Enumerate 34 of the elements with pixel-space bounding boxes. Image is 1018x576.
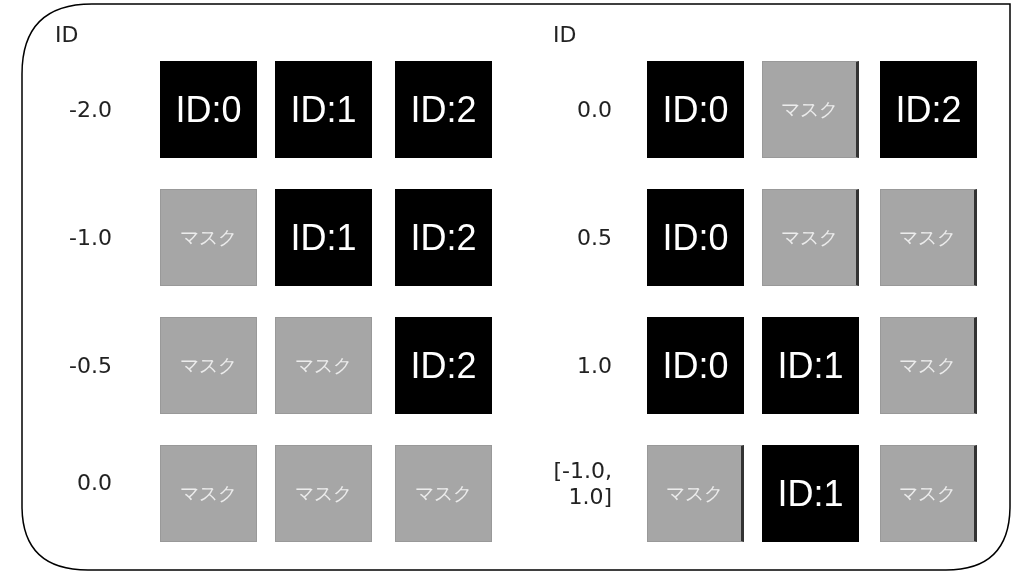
row-value: [-1.0, 1.0] <box>552 458 612 510</box>
row-value: -0.5 <box>68 353 112 379</box>
id-tile: ID:1 <box>275 189 372 286</box>
mask-tile: マスク <box>880 317 977 414</box>
row-value: -1.0 <box>68 225 112 251</box>
id-tile: ID:1 <box>762 317 859 414</box>
mask-tile: マスク <box>880 189 977 286</box>
mask-tile: マスク <box>762 189 859 286</box>
row-value: -2.0 <box>68 97 112 123</box>
row-value: 0.0 <box>76 470 112 496</box>
row-value: 1.0 <box>576 353 612 379</box>
id-tile: ID:2 <box>395 61 492 158</box>
id-tile: ID:0 <box>647 189 744 286</box>
id-tile: ID:2 <box>880 61 977 158</box>
id-tile: ID:1 <box>762 445 859 542</box>
mask-tile: マスク <box>647 445 744 542</box>
id-tile: ID:0 <box>160 61 257 158</box>
mask-tile: マスク <box>275 317 372 414</box>
mask-tile: マスク <box>160 317 257 414</box>
mask-tile: マスク <box>275 445 372 542</box>
mask-tile: マスク <box>395 445 492 542</box>
id-tile: ID:2 <box>395 317 492 414</box>
mask-tile: マスク <box>160 189 257 286</box>
mask-tile: マスク <box>880 445 977 542</box>
column-header: ID <box>553 22 578 48</box>
id-tile: ID:1 <box>275 61 372 158</box>
id-tile: ID:2 <box>395 189 492 286</box>
id-tile: ID:0 <box>647 61 744 158</box>
column-header: ID <box>55 22 80 48</box>
mask-tile: マスク <box>762 61 859 158</box>
mask-tile: マスク <box>160 445 257 542</box>
row-value: 0.5 <box>576 225 612 251</box>
row-value: 0.0 <box>576 97 612 123</box>
id-tile: ID:0 <box>647 317 744 414</box>
